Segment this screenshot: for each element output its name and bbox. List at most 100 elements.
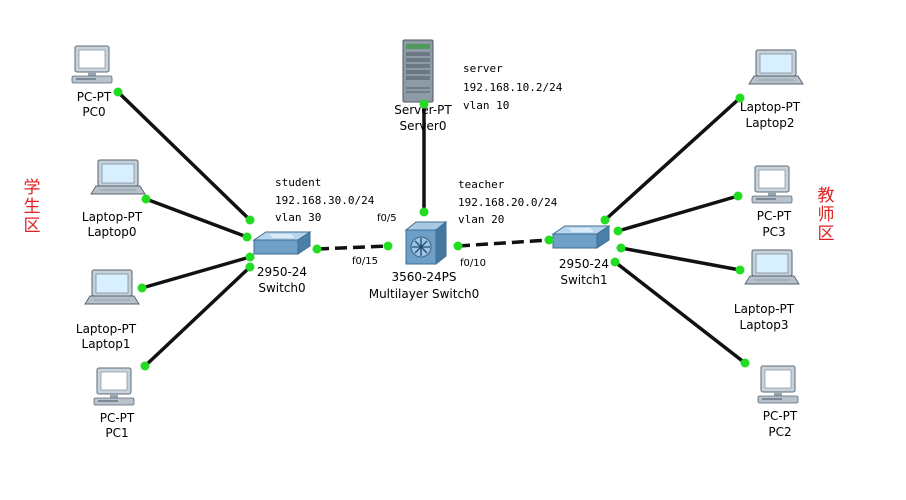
desktop-pc-icon [757,365,799,404]
teacher-zone-char: 区 [818,224,835,244]
endpoint-dot [383,241,393,251]
endpoint-dot [419,207,429,217]
port-label-f0-15: f0/15 [352,256,378,267]
server0-name-label: Server0 [400,119,447,133]
switch-icon [253,231,311,255]
laptop1[interactable]: Laptop-PT Laptop1 [76,269,140,351]
port-label-f0-10: f0/10 [460,258,486,269]
desktop-pc-icon [93,367,135,406]
pc1[interactable]: PC-PT PC1 [93,367,135,440]
endpoint-dot [245,262,255,272]
pc3[interactable]: PC-PT PC3 [751,165,793,239]
teacher-annotation-vlan: vlan 20 [458,213,504,226]
endpoint-dot [740,358,750,368]
switch1-type-label: 2950-24 [559,257,609,271]
laptop2-type-label: Laptop-PT [740,100,801,114]
server-annotation-ip: 192.168.10.2/24 [463,81,563,94]
endpoint-dot [242,232,252,242]
desktop-pc-icon [751,165,793,204]
laptop3-name-label: Laptop3 [740,318,789,332]
laptop-icon [744,249,800,285]
link-mls0-switch1 [457,238,550,248]
link-pc1-switch0 [143,265,252,368]
endpoint-dot [312,244,322,254]
switch0-name-label: Switch0 [258,281,305,295]
pc2[interactable]: PC-PT PC2 [757,365,799,439]
endpoint-dot [137,283,147,293]
link-pc0-switch0 [116,90,252,222]
laptop1-name-label: Laptop1 [82,337,131,351]
endpoint-dot [141,194,151,204]
endpoint-dot [600,215,610,225]
endpoint-dot [419,99,429,109]
link-switch1-laptop3 [620,246,741,272]
endpoint-dot [733,191,743,201]
laptop3[interactable]: Laptop-PT Laptop3 [734,249,800,332]
laptop0-name-label: Laptop0 [88,225,137,239]
desktop-pc-icon [71,45,113,84]
student-zone-label: 学 生 区 [24,178,41,236]
port-label-f0-5: f0/5 [377,213,397,224]
endpoint-dot [610,257,620,267]
student-annotation-name: student [275,176,321,189]
server-annotation: server 192.168.10.2/24 vlan 10 [463,62,563,112]
switch0-type-label: 2950-24 [257,265,307,279]
link-endpoints [113,87,750,371]
pc3-name-label: PC3 [762,225,785,239]
pc3-type-label: PC-PT [757,209,792,223]
mls0-name-label: Multilayer Switch0 [369,287,480,301]
laptop-icon [84,269,140,305]
server0[interactable]: Server-PT Server0 [394,39,452,133]
teacher-zone-label: 教 师 区 [818,186,835,244]
student-zone-char: 学 [24,178,41,198]
laptop0[interactable]: Laptop-PT Laptop0 [82,159,146,239]
laptop0-type-label: Laptop-PT [82,210,143,224]
student-zone-char: 生 [24,197,41,217]
student-annotation-vlan: vlan 30 [275,211,321,224]
pc0-name-label: PC0 [82,105,105,119]
link-switch1-pc3 [617,194,739,233]
laptop2-name-label: Laptop2 [746,116,795,130]
endpoint-dot [453,241,463,251]
link-switch0-mls0 [316,244,389,251]
pc0-type-label: PC-PT [77,90,112,104]
endpoint-dot [140,361,150,371]
mls0-type-label: 3560-24PS [392,270,457,284]
switch1-name-label: Switch1 [560,273,607,287]
pc2-name-label: PC2 [768,425,791,439]
endpoint-dot [245,215,255,225]
student-zone-char: 区 [24,216,41,236]
teacher-annotation-name: teacher [458,178,505,191]
link-laptop1-switch0 [141,255,251,290]
multilayer-switch0[interactable]: 3560-24PS Multilayer Switch0 [369,221,480,301]
link-laptop0-switch0 [145,197,248,239]
teacher-zone-char: 师 [818,205,835,225]
switch-icon [552,225,610,249]
endpoint-dot [735,265,745,275]
pc2-type-label: PC-PT [763,409,798,423]
laptop-icon [748,49,804,85]
server-icon [402,39,434,103]
laptop2[interactable]: Laptop-PT Laptop2 [740,49,804,130]
student-annotation: student 192.168.30.0/24 vlan 30 [275,176,375,224]
multilayer-switch-icon [405,221,447,265]
switch0[interactable]: 2950-24 Switch0 [253,231,311,295]
links-layer [116,90,747,368]
server-annotation-vlan: vlan 10 [463,99,509,112]
switch1[interactable]: 2950-24 Switch1 [552,225,610,287]
teacher-annotation-net: 192.168.20.0/24 [458,196,558,209]
endpoint-dot [544,235,554,245]
teacher-zone-char: 教 [818,186,835,206]
laptop3-type-label: Laptop-PT [734,302,795,316]
pc0[interactable]: PC-PT PC0 [71,45,113,119]
pc1-name-label: PC1 [105,426,128,440]
server-annotation-name: server [463,62,503,75]
endpoint-dot [613,226,623,236]
endpoint-dot [616,243,626,253]
server0-type-label: Server-PT [394,103,452,117]
endpoint-dot [113,87,123,97]
link-switch1-pc2 [613,260,747,365]
student-annotation-net: 192.168.30.0/24 [275,194,375,207]
